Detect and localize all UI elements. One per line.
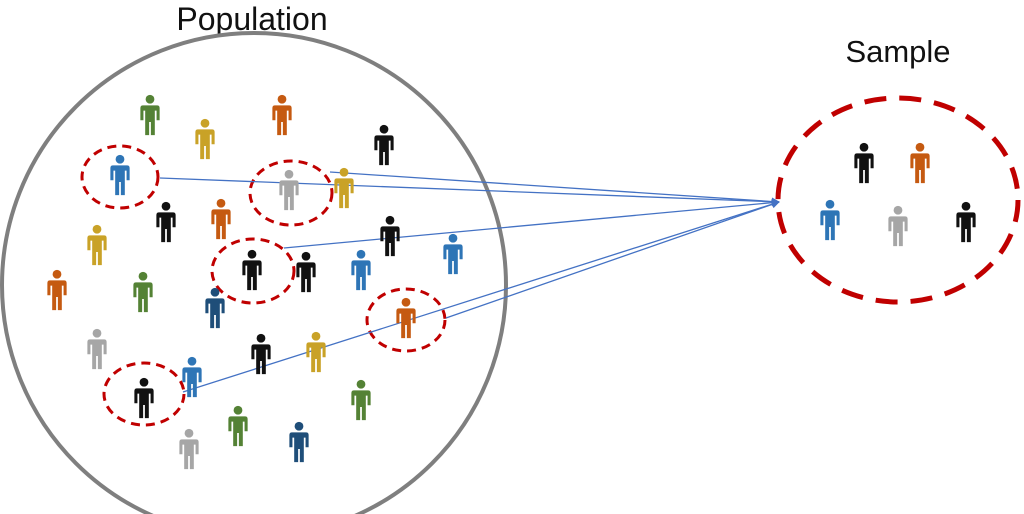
person-icon [351,249,371,291]
selected-person-icon [396,297,416,339]
selection-ring [365,287,447,353]
population-people [47,94,463,470]
person-icon [443,233,463,275]
person-icon [47,269,67,311]
person-icon [296,251,316,293]
sampling-arrow [445,200,780,319]
person-icon [205,287,225,329]
person-icon [195,118,215,160]
sampling-arrow [283,198,780,249]
person-icon [133,271,153,313]
selection-rings [80,144,447,427]
population-title: Population [176,1,327,37]
sample-circle [775,95,1021,305]
person-icon [380,215,400,257]
sample-person-icon [956,201,976,243]
person-icon [211,198,231,240]
person-icon [351,379,371,421]
selection-ring [248,159,334,227]
person-icon [87,224,107,266]
selection-ring [80,144,160,210]
selection-ring [210,237,296,305]
person-icon [306,331,326,373]
sample-person-icon [854,142,874,184]
sampling-arrow [329,171,780,206]
sample-person-icon [910,142,930,184]
selected-person-icon [279,169,299,211]
sampling-arrow [182,200,780,393]
person-icon [156,201,176,243]
person-icon [374,124,394,166]
person-icon [87,328,107,370]
selected-person-icon [242,249,262,291]
selection-ring [102,361,186,427]
sampling-arrow [159,177,780,206]
person-icon [272,94,292,136]
person-icon [289,421,309,463]
sample-person-icon [888,205,908,247]
sample-person-icon [820,199,840,241]
person-icon [251,333,271,375]
sample-people [820,142,976,247]
sampling-arrows [159,171,780,393]
person-icon [228,405,248,447]
population-circle [0,31,508,514]
sample-title: Sample [845,34,950,69]
person-icon [179,428,199,470]
selected-person-icon [110,154,130,196]
person-icon [140,94,160,136]
selected-person-icon [134,377,154,419]
